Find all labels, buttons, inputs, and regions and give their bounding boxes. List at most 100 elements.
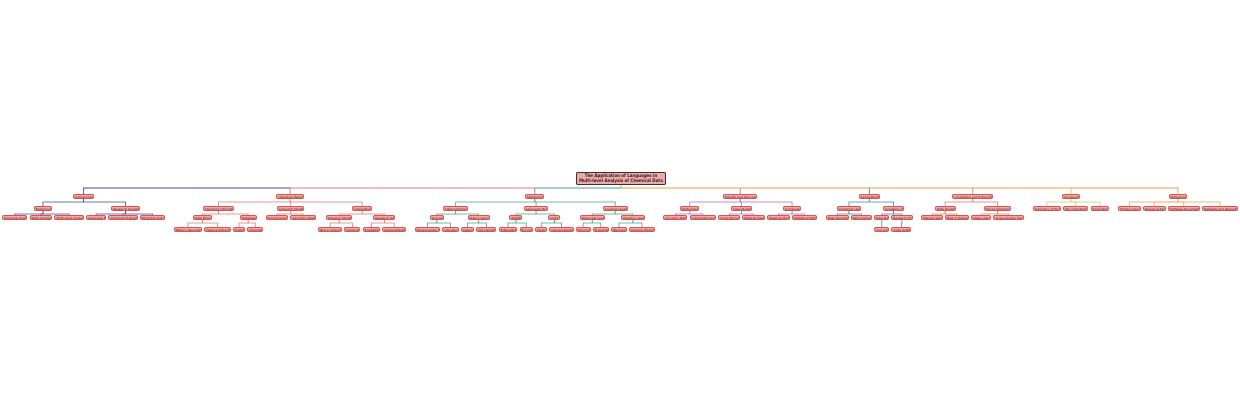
connector-line — [247, 220, 256, 227]
node-4-2-2[interactable]: Material Design — [741, 215, 765, 220]
connector-line — [1177, 199, 1185, 206]
node-7-3[interactable]: Implications — [1090, 206, 1110, 211]
node-6-1[interactable]: Data Quality — [934, 206, 956, 211]
connector-line — [455, 211, 479, 215]
root-node[interactable]: The Application of Languages in Multi-le… — [576, 172, 666, 185]
node-4-2[interactable]: Case Studies — [731, 206, 752, 211]
node-2-3[interactable]: Integration — [352, 206, 372, 211]
node-4-3[interactable]: Comparison — [783, 206, 802, 211]
node-2-1-2-2[interactable]: ChemSpider — [247, 227, 264, 232]
node-2-1[interactable]: Chemical Informatics — [202, 206, 235, 211]
node-8-3[interactable]: Software Documentation — [1167, 206, 1200, 211]
node-2-3-2[interactable]: Research Gaps — [373, 215, 396, 220]
node-2-1-2[interactable]: Databases — [239, 215, 257, 220]
node-3-3[interactable]: Analysis Levels — [602, 206, 628, 211]
connector-line — [427, 220, 438, 227]
node-6-1-2[interactable]: Bias in Datasets — [944, 215, 969, 220]
node-3-2[interactable]: Language Models — [523, 206, 549, 211]
node-3-2-1-2[interactable]: Encoding — [519, 227, 534, 232]
node-1-2-2[interactable]: Analytical Framework — [108, 215, 138, 220]
node-3-1-1-1[interactable]: Experimental Data — [414, 227, 441, 232]
node-3-3-2-2[interactable]: Kinetics Modeling — [629, 227, 655, 232]
node-4-1-1[interactable]: Accuracy Metrics — [663, 215, 688, 220]
node-3-2-2-1[interactable]: Parsing — [535, 227, 548, 232]
connector-line — [361, 211, 385, 215]
node-7-1[interactable]: Summary of Findings — [1032, 206, 1061, 211]
node-2-1-1[interactable]: Data Mining — [192, 215, 213, 220]
node-3-1-2-2[interactable]: Normalization — [476, 227, 497, 232]
node-3-1-1-2[interactable]: Literature — [442, 227, 459, 232]
connector-line — [689, 211, 704, 215]
node-1-1-2[interactable]: Data Complexity — [29, 215, 53, 220]
node-4[interactable]: Results and Discussion — [723, 194, 758, 199]
node-3-2-2[interactable]: InChI — [548, 215, 561, 220]
node-2-1-1-2[interactable]: Feature Extraction — [204, 227, 231, 232]
node-8[interactable]: References — [1168, 194, 1188, 199]
connector-line — [1153, 199, 1179, 206]
connector-line — [338, 220, 353, 227]
node-3-3-2-1[interactable]: Mechanisms — [610, 227, 628, 232]
node-5-2-1-1[interactable]: Curricula — [874, 227, 890, 232]
node-3-2-1[interactable]: SMILES — [509, 215, 523, 220]
node-5-2-1[interactable]: Education — [874, 215, 890, 220]
node-1-2-3[interactable]: Expected Outcomes — [139, 215, 166, 220]
node-6[interactable]: Limitations and Future Work — [952, 194, 994, 199]
node-6-1-1[interactable]: Missing Values — [921, 215, 943, 220]
node-3-1-2-1[interactable]: Cleaning — [460, 227, 475, 232]
node-8-2[interactable]: Review Articles — [1142, 206, 1166, 211]
node-1-2-1[interactable]: Language Role — [86, 215, 107, 220]
node-2-1-2-1[interactable]: PubChem — [232, 227, 246, 232]
node-2-2-2[interactable]: Semantic Networks — [290, 215, 316, 220]
node-2-3-2-2[interactable]: Interpretability — [382, 227, 407, 232]
connector-line — [289, 185, 622, 194]
node-3-3-1-2[interactable]: Properties — [592, 227, 609, 232]
node-8-1[interactable]: Primary Sources — [1117, 206, 1141, 211]
node-8-4[interactable]: Datasets and Repositories — [1201, 206, 1238, 211]
node-6-2[interactable]: Future Directions — [983, 206, 1012, 211]
node-2-1-1-1[interactable]: Pattern Recognition — [173, 227, 202, 232]
node-7[interactable]: Conclusion — [1061, 194, 1081, 199]
node-3-3-2[interactable]: Reaction Level — [621, 215, 645, 220]
node-2-3-2-1[interactable]: Scalability — [362, 227, 381, 232]
connector-line — [620, 185, 1179, 194]
node-2-2-1[interactable]: Formal Grammars — [265, 215, 289, 220]
node-3-1-1[interactable]: Sources — [429, 215, 444, 220]
node-1-2[interactable]: Research Questions — [111, 206, 140, 211]
node-5-1[interactable]: Industrial Use — [837, 206, 861, 211]
node-4-1[interactable]: Performance — [680, 206, 700, 211]
connector-line — [582, 220, 593, 227]
node-5-2[interactable]: Academic Use — [883, 206, 904, 211]
node-4-1-2[interactable]: Computational Cost — [689, 215, 717, 220]
node-2-2[interactable]: Linguistic Models — [277, 206, 305, 211]
node-5-1-1[interactable]: Pharmaceuticals — [825, 215, 849, 220]
node-4-3-1[interactable]: Baseline Models — [766, 215, 790, 220]
node-6-2-2[interactable]: Cross-domain Transfer — [993, 215, 1025, 220]
node-2-3-1-2[interactable]: Ontologies — [344, 227, 361, 232]
connector-line — [997, 211, 1010, 215]
node-3-2-1-1[interactable]: Tokenization — [498, 227, 518, 232]
node-2-3-1-1[interactable]: NLP in Chemistry — [318, 227, 343, 232]
node-5[interactable]: Applications — [858, 194, 880, 199]
node-3-3-1-1[interactable]: Structure — [575, 227, 591, 232]
node-3-1-2[interactable]: Preprocessing — [467, 215, 490, 220]
node-1-1[interactable]: Background — [33, 206, 52, 211]
node-1-1-1[interactable]: Chemical Analysis — [2, 215, 28, 220]
node-4-2-1[interactable]: Drug Discovery — [718, 215, 740, 220]
node-1[interactable]: Introduction — [73, 194, 95, 199]
connector-line — [125, 211, 153, 215]
node-3-2-2-2[interactable]: Canonicalization — [549, 227, 574, 232]
node-7-2[interactable]: Key Contributions — [1062, 206, 1089, 211]
node-1-1-3[interactable]: Multi-level Analysis — [54, 215, 84, 220]
node-2[interactable]: Literature Review — [276, 194, 304, 199]
node-2-3-1[interactable]: Previous Studies — [326, 215, 353, 220]
node-4-3-2[interactable]: Statistical Tests — [791, 215, 818, 220]
node-5-1-2[interactable]: Petrochemicals — [850, 215, 873, 220]
connector-line — [289, 199, 363, 206]
node-3-1[interactable]: Data Collection — [443, 206, 469, 211]
node-5-2-2-1[interactable]: Open Software — [891, 227, 912, 232]
node-5-2-2[interactable]: Research Tools — [891, 215, 913, 220]
node-6-2-1[interactable]: Deep Learning — [971, 215, 992, 220]
node-3[interactable]: Methodology — [525, 194, 545, 199]
node-3-3-1[interactable]: Molecular Level — [579, 215, 605, 220]
